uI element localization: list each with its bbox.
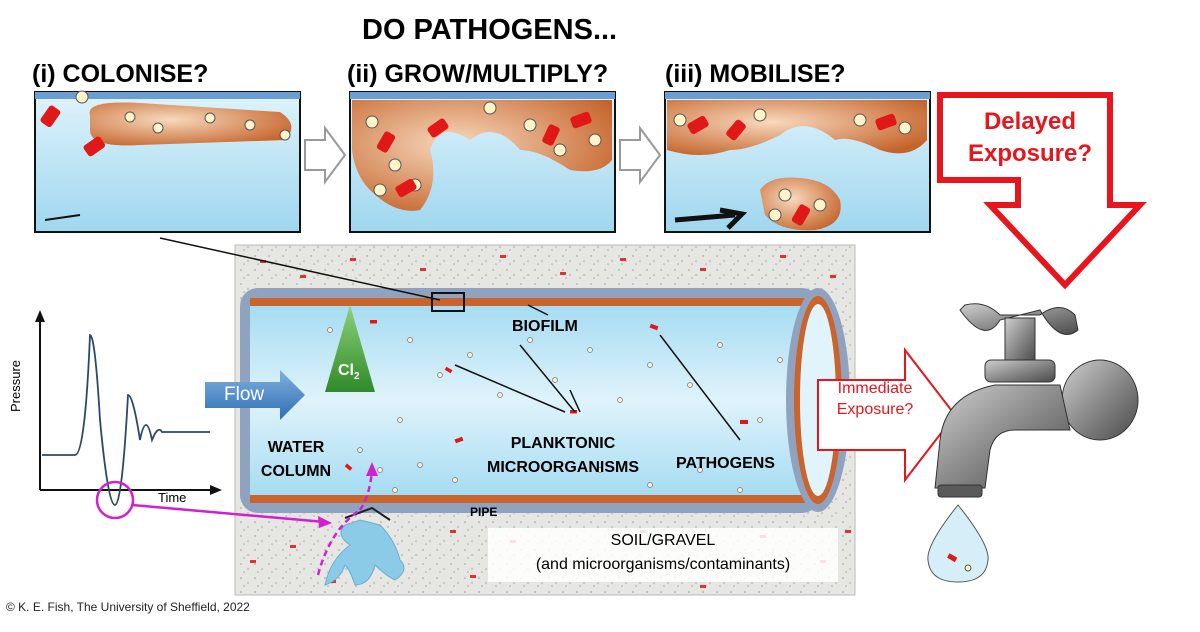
biofilm-patch [89, 102, 292, 146]
panel-colonise [34, 90, 301, 233]
step-arrow-icon [619, 124, 662, 186]
pressure-dip-highlight [95, 480, 135, 520]
pipe-label: PIPE [470, 505, 498, 519]
chlorine-triangle [325, 305, 375, 392]
immediate-exposure-arrow [817, 347, 957, 483]
phase-mobilise-label: (iii) MOBILISE? [665, 60, 846, 88]
biofilm-label: BIOFILM [512, 318, 578, 335]
soil-sub-label: (and microorganisms/contaminants) [535, 556, 791, 573]
tap-icon [927, 303, 1139, 583]
panel-grow [349, 91, 616, 233]
water-column-label: WATER COLUMN [260, 439, 332, 480]
pipe [240, 288, 850, 513]
graph-xlabel: Time [158, 490, 187, 505]
phase-colonise-label: (i) COLONISE? [32, 60, 209, 88]
immediate-exposure-label: Immediate Exposure? [836, 380, 914, 418]
flow-arrow [205, 370, 305, 420]
diagram-title: DO PATHOGENS... [362, 14, 618, 46]
phase-grow-label: (ii) GROW/MULTIPLY? [347, 60, 609, 88]
planktonic-particles [327, 327, 783, 493]
delayed-exposure-arrow [937, 92, 1147, 290]
copyright-notice: © K. E. Fish, The University of Sheffiel… [6, 600, 250, 614]
pathogens-label: PATHOGENS [676, 455, 775, 472]
graph-ylabel: Pressure [8, 359, 23, 412]
pressure-graph [35, 310, 332, 528]
intrusion-leak [316, 462, 405, 586]
pointer-lines [159, 237, 741, 441]
delayed-exposure-label: Delayed Exposure? [967, 108, 1093, 167]
step-arrow-icon [304, 124, 347, 186]
soil-label: SOIL/GRAVEL [610, 532, 716, 549]
soil-label-backdrop [488, 528, 838, 582]
zoom-box [431, 292, 465, 312]
planktonic-label: PLANKTONIC MICROORGANISMS [487, 435, 639, 476]
water-drop [927, 504, 989, 583]
chlorine-label: Cl2 [338, 362, 360, 383]
pipe-pathogens [344, 320, 748, 471]
panel-mobilise [664, 91, 931, 233]
flow-label: Flow [224, 384, 265, 405]
pressure-trace [42, 334, 210, 506]
